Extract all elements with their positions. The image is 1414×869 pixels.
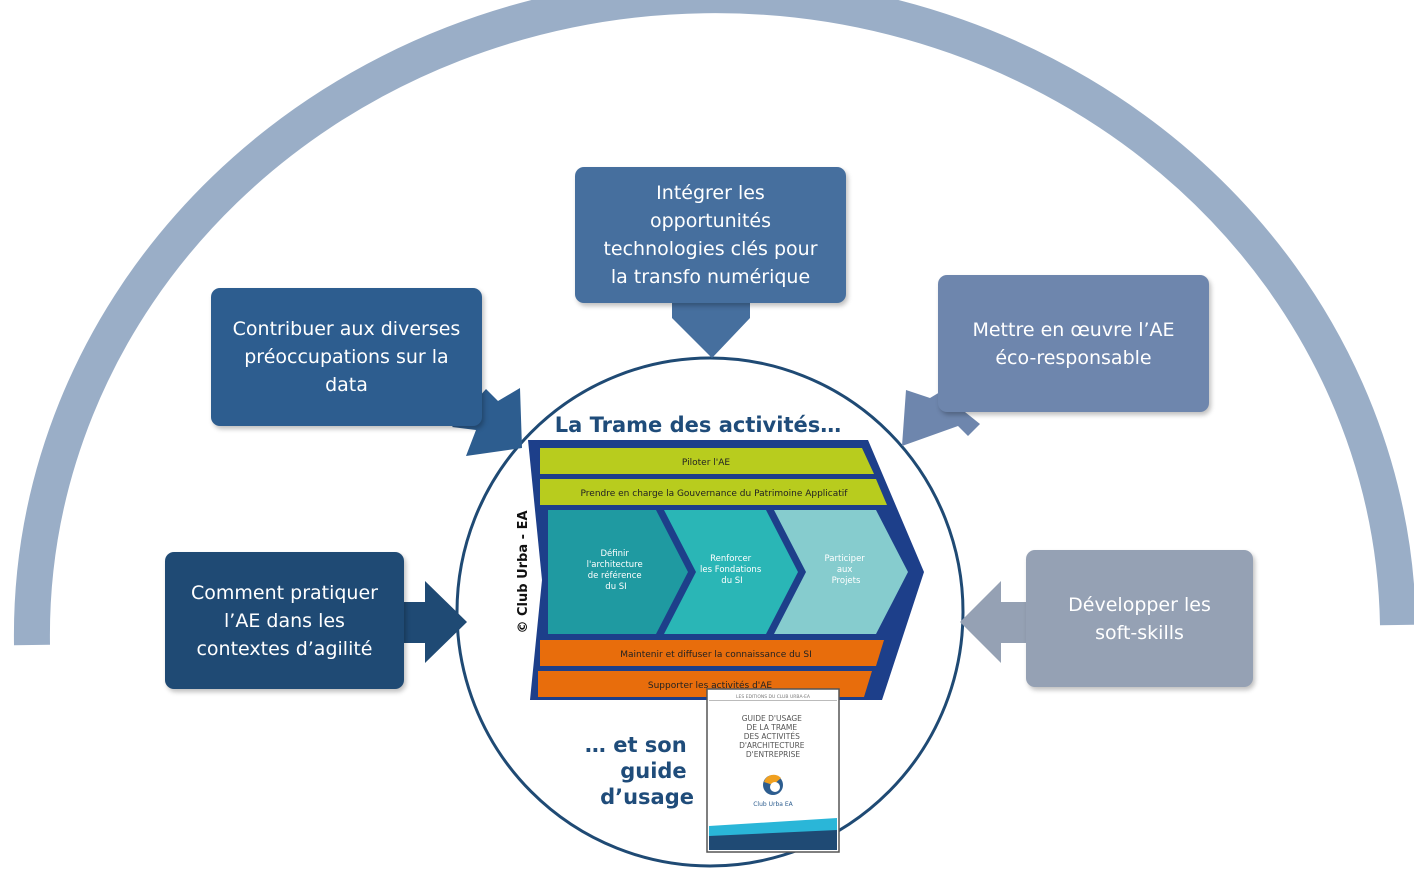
band-piloter: [540, 448, 874, 474]
copyright-label: © Club Urba - EA: [516, 510, 531, 633]
box-eco-responsable-text: Mettre en œuvre l’AE éco-responsable: [972, 318, 1175, 369]
chevron-definir-text: Définir l'architecture de référence du S…: [587, 548, 646, 592]
band-maintenir: [540, 640, 884, 666]
guide-cover: LES EDITIONS DU CLUB URBA-EA GUIDE D'USA…: [706, 688, 840, 853]
outer-arc: [13, 0, 1414, 646]
chevron-definir: [548, 510, 688, 634]
guide-cover-title: GUIDE D'USAGE DE LA TRAME DES ACTIVITÉS …: [739, 714, 807, 759]
box-soft-skills-text: Développer les soft-skills: [1068, 593, 1211, 644]
box-technologies: Intégrer les opportunités technologies c…: [575, 167, 846, 303]
club-urba-logo-icon: [763, 774, 783, 795]
arrow-upper-right: [902, 390, 980, 446]
box-data: Contribuer aux diverses préoccupations s…: [211, 288, 482, 426]
box-eco-responsable: Mettre en œuvre l’AE éco-responsable: [938, 275, 1209, 412]
box-agilite: Comment pratiquer l’AE dans les contexte…: [165, 552, 404, 689]
arrow-upper-left: [452, 388, 522, 456]
arrow-lower-left: [404, 581, 467, 663]
guide-cover-header: LES EDITIONS DU CLUB URBA-EA: [736, 694, 811, 700]
chevron-participer: [774, 510, 908, 634]
chevron-renforcer: [664, 510, 798, 634]
box-data-text: Contribuer aux diverses préoccupations s…: [232, 318, 461, 396]
box-agilite-text: Comment pratiquer l’AE dans les contexte…: [191, 581, 378, 660]
band-piloter-label: Piloter l'AE: [682, 458, 730, 468]
box-technologies-text: Intégrer les opportunités technologies c…: [603, 182, 818, 288]
band-maintenir-label: Maintenir et diffuser la connaissance du…: [620, 650, 812, 660]
guide-caption: … et son guide d’usage: [585, 733, 694, 809]
arrow-lower-right: [960, 581, 1026, 663]
chevron-renforcer-text: Renforcer les Fondations du SI: [700, 554, 764, 586]
trame-title: La Trame des activités…: [555, 413, 841, 437]
guide-cover-brand: Club Urba EA: [753, 801, 793, 808]
band-gouvernance-label: Prendre en charge la Gouvernance du Patr…: [581, 489, 849, 499]
box-soft-skills: Développer les soft-skills: [1026, 550, 1253, 687]
band-supporter-label: Supporter les activités d'AE: [648, 680, 773, 691]
arrow-top: [672, 302, 750, 358]
chevron-participer-text: Participer aux Projets: [825, 554, 868, 586]
band-gouvernance: [540, 479, 887, 505]
